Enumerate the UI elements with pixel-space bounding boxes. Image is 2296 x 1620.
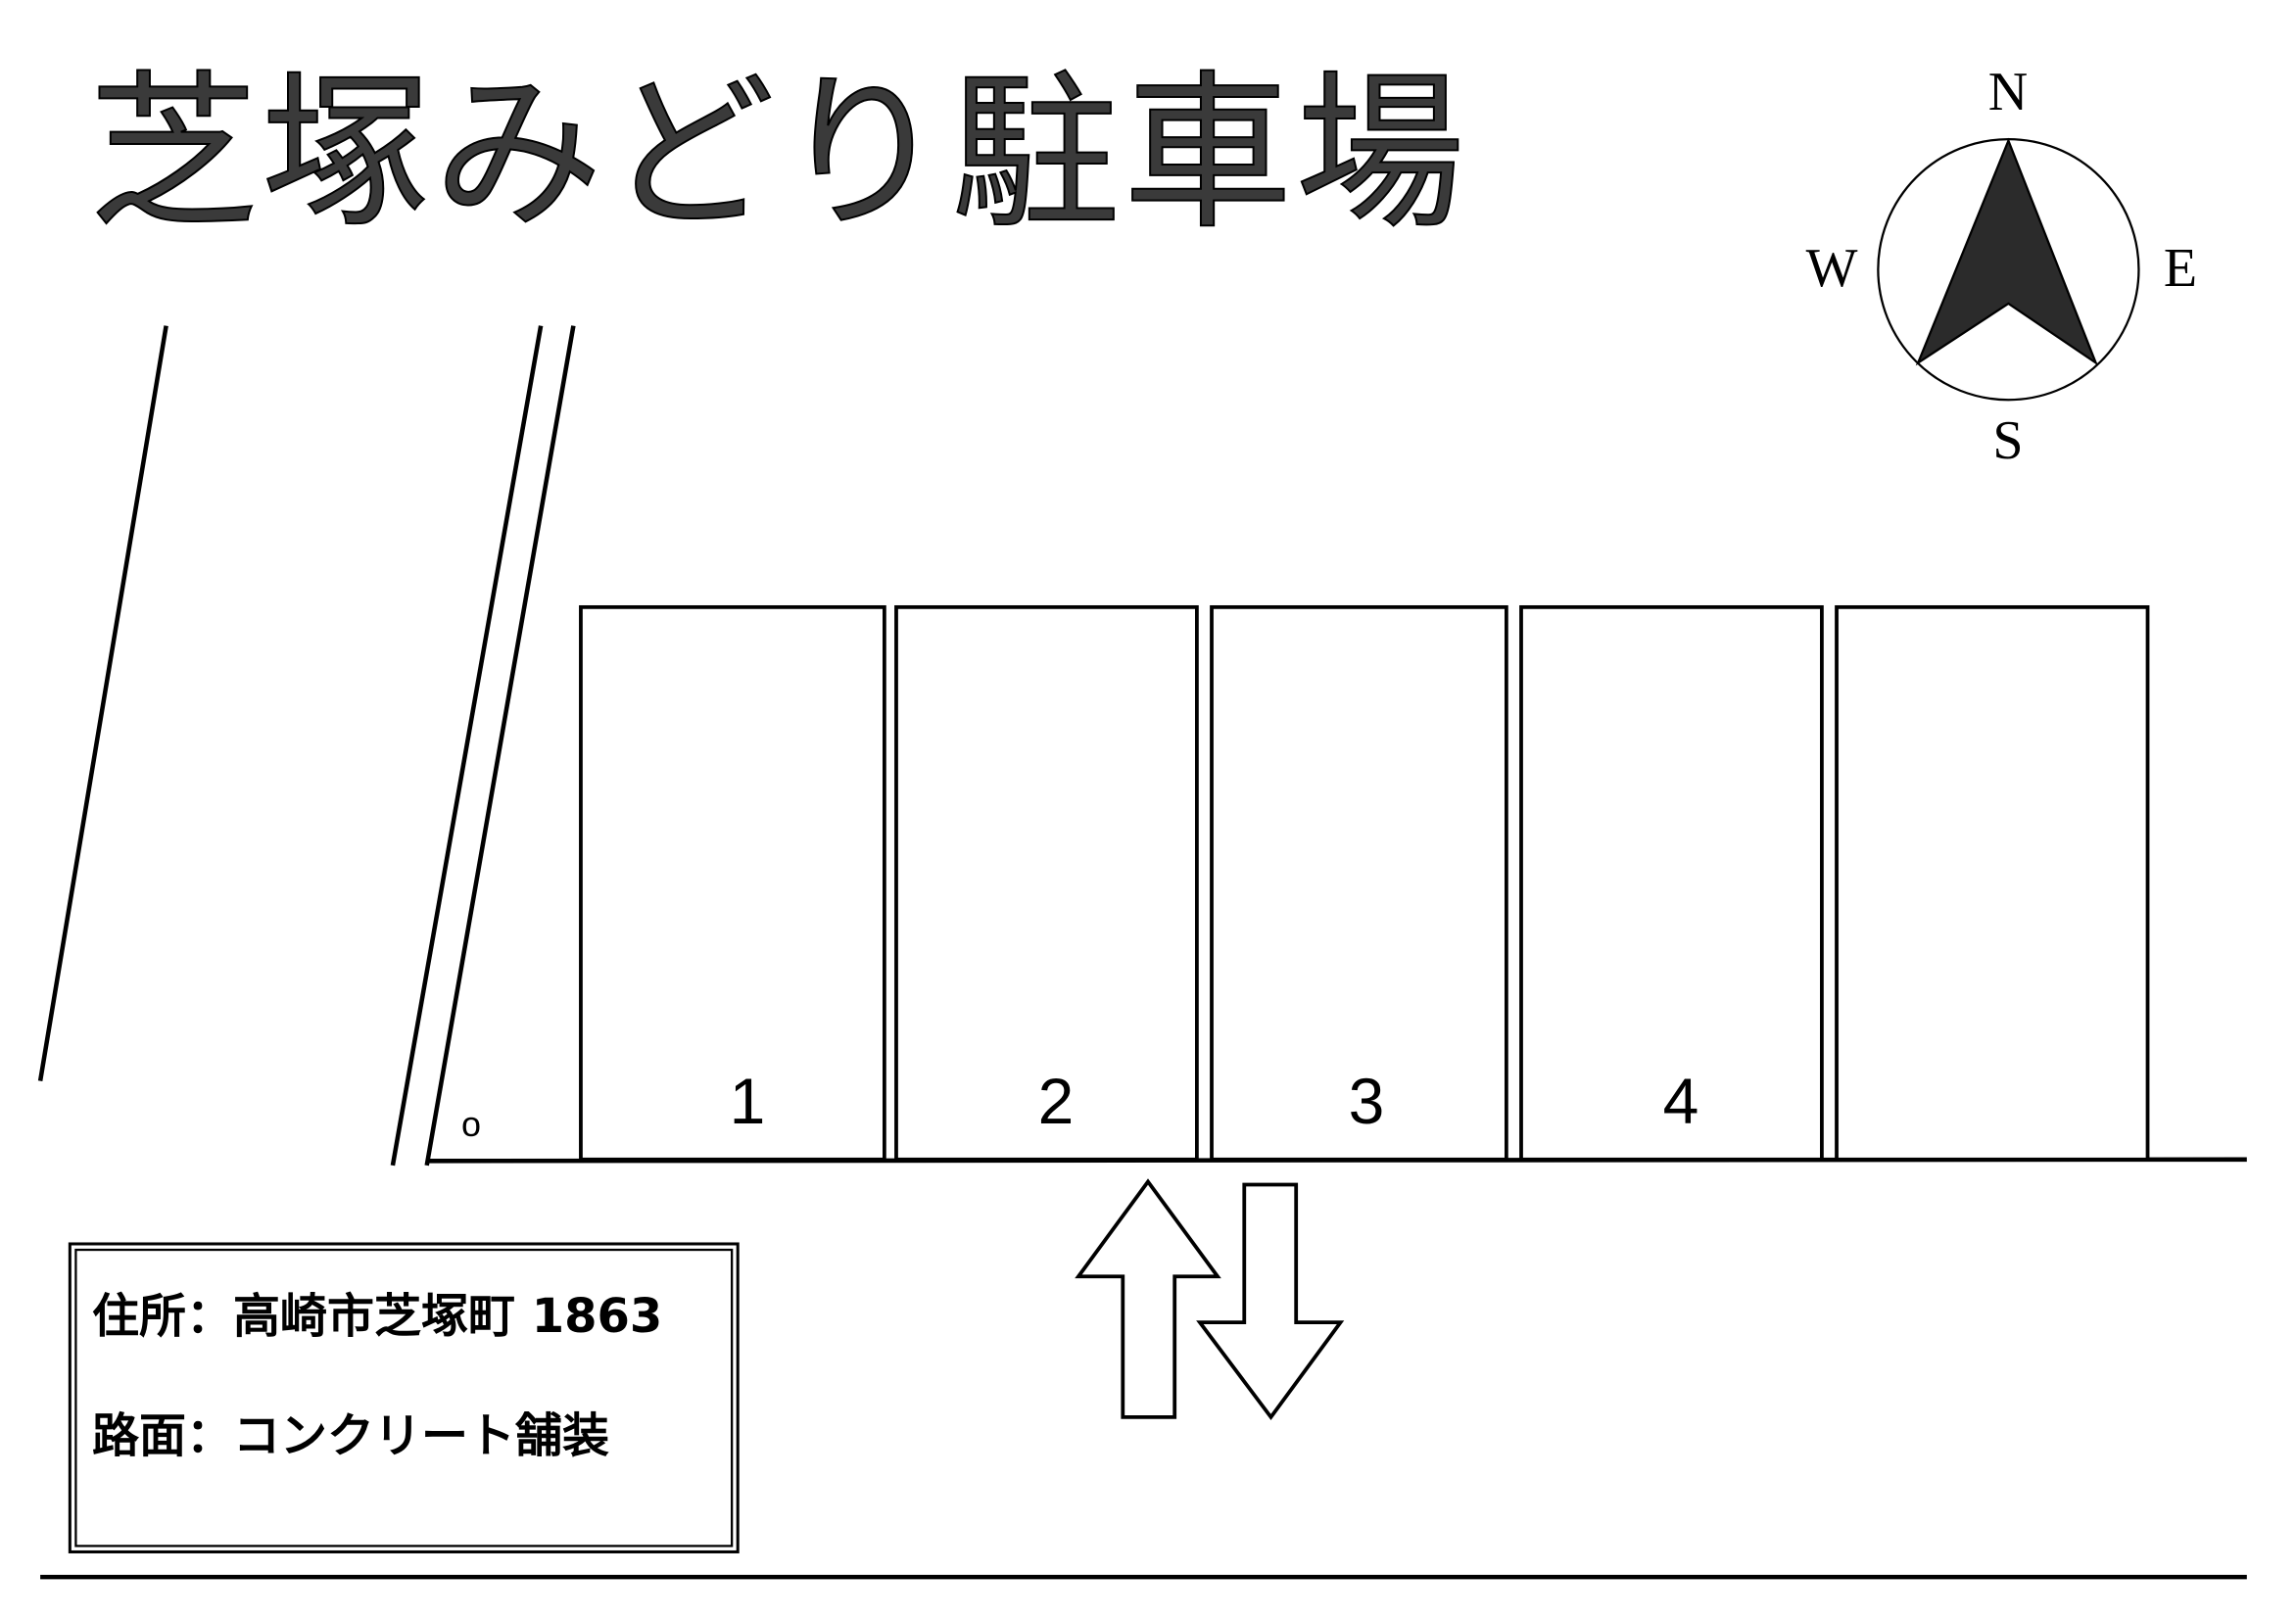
exit-arrow-icon (1196, 1182, 1345, 1421)
stall-number: 4 (1662, 1065, 1699, 1137)
compass-icon (1877, 137, 2140, 402)
compass-west: W (1805, 238, 1858, 299)
stall-number: 1 (729, 1065, 766, 1137)
compass-east: E (2163, 238, 2198, 299)
info-box (68, 1242, 740, 1553)
stall-5 (1835, 604, 2150, 1162)
stall-3 (1210, 604, 1508, 1162)
stall-number: 3 (1348, 1065, 1385, 1137)
stall-number: 2 (1037, 1065, 1075, 1137)
road-edge-double-b (424, 325, 576, 1167)
compass-south: S (1992, 410, 2024, 471)
map-title: 芝塚みどり駐車場 (88, 55, 1468, 252)
stall-1 (579, 604, 886, 1162)
surface-text: 路面：コンクリート舗装 (92, 1408, 610, 1463)
compass-north: N (1987, 62, 2029, 122)
marker-label: o (460, 1104, 482, 1144)
stall-4 (1519, 604, 1824, 1162)
entry-arrow-icon (1075, 1178, 1221, 1419)
road-edge-left (37, 325, 168, 1082)
stall-2 (894, 604, 1199, 1162)
parking-stalls (579, 604, 2150, 1162)
road-edge-double-a (390, 325, 544, 1167)
address-text: 住所：高崎市芝塚町 1863 (92, 1289, 663, 1344)
